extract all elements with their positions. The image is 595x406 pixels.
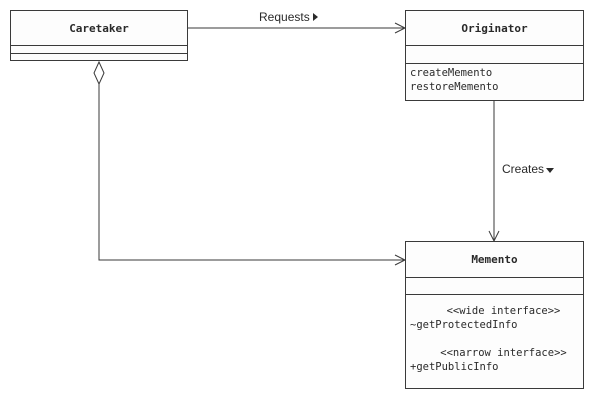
narrow-interface-stereotype: <<narrow interface>>: [440, 347, 567, 359]
creates-label-text: Creates: [502, 162, 545, 176]
caretaker-class: Caretaker: [10, 10, 188, 61]
caretaker-operations-compartment: [11, 54, 187, 60]
aggregation-line: [98, 84, 405, 261]
creates-label: Creates: [502, 162, 544, 176]
requests-label-text: Requests: [259, 10, 310, 24]
memento-operations-compartment: <<wide interface>> ~getProtectedInfo <<n…: [406, 295, 583, 388]
memento-class-name: Memento: [406, 242, 583, 278]
creates-direction-icon: [546, 168, 554, 173]
operation-get-public-info: +getPublicInfo: [410, 361, 499, 373]
memento-attributes-compartment: [406, 278, 583, 295]
aggregation-diamond: [93, 60, 105, 86]
spacer: [410, 332, 583, 346]
originator-class-name: Originator: [406, 11, 583, 46]
caretaker-class-name: Caretaker: [11, 11, 187, 46]
originator-operations-compartment: createMemento restoreMemento: [406, 64, 583, 100]
originator-attributes-compartment: [406, 46, 583, 64]
caretaker-attributes-compartment: [11, 46, 187, 54]
operation-create-memento: createMemento: [410, 67, 493, 79]
originator-class: Originator createMemento restoreMemento: [405, 10, 584, 101]
requests-direction-icon: [313, 13, 318, 21]
operation-get-protected-info: ~getProtectedInfo: [410, 319, 518, 331]
requests-label: Requests: [259, 10, 310, 24]
wide-interface-stereotype: <<wide interface>>: [446, 305, 561, 317]
memento-class: Memento <<wide interface>> ~getProtected…: [405, 241, 584, 389]
operation-restore-memento: restoreMemento: [410, 81, 499, 93]
